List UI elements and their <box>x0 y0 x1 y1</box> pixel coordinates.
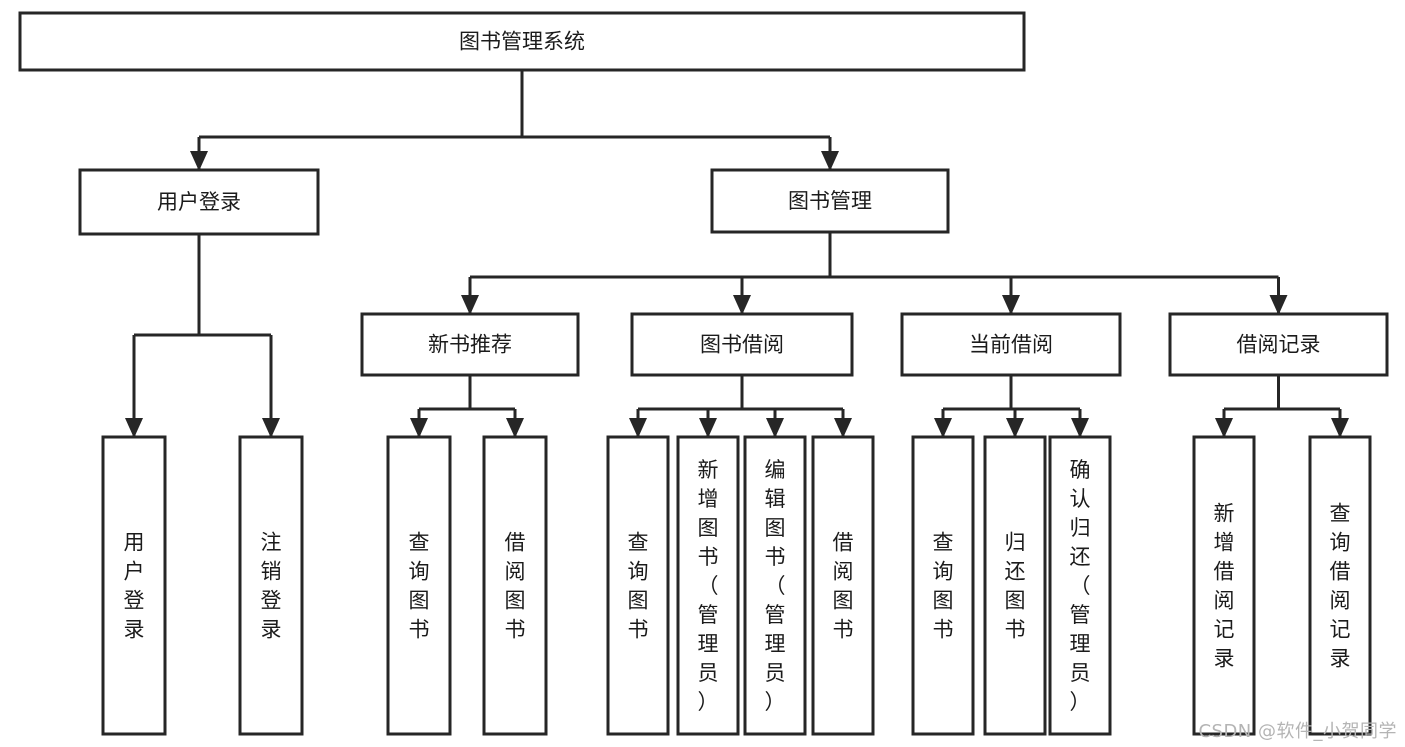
node-label: 借阅记录 <box>1237 333 1321 357</box>
tree-node[interactable]: 查询图书 <box>911 435 975 736</box>
arrow-head-icon <box>1215 418 1233 438</box>
tree-node[interactable]: 借阅记录 <box>1168 312 1389 377</box>
arrow-head-icon <box>1006 418 1024 438</box>
node-label: 注销登录 <box>261 531 282 642</box>
tree-node[interactable]: 查询图书 <box>386 435 452 736</box>
node-label: 确认归还（管理员） <box>1070 458 1091 714</box>
node-box[interactable] <box>1168 312 1389 377</box>
tree-node[interactable]: 新增借阅记录 <box>1192 435 1256 736</box>
tree-node[interactable]: 图书管理系统 <box>18 11 1026 72</box>
node-label: 图书管理系统 <box>459 30 585 54</box>
node-label: 当前借阅 <box>969 333 1053 357</box>
arrow-head-icon <box>821 151 839 171</box>
arrow-head-icon <box>1002 295 1020 315</box>
node-box[interactable] <box>743 435 807 736</box>
tree-node[interactable]: 图书管理 <box>710 168 950 234</box>
tree-node[interactable]: 新增图书（管理员） <box>676 435 740 736</box>
node-box[interactable] <box>676 435 740 736</box>
node-label: 查询图书 <box>409 531 430 642</box>
arrow-head-icon <box>834 418 852 438</box>
tree-node[interactable]: 用户登录 <box>78 168 320 236</box>
tree-node[interactable]: 新书推荐 <box>360 312 580 377</box>
node-box[interactable] <box>360 312 580 377</box>
tree-node[interactable]: 借阅图书 <box>482 435 548 736</box>
arrow-head-icon <box>461 295 479 315</box>
node-layer: 图书管理系统用户登录用户登录注销登录图书管理新书推荐查询图书借阅图书图书借阅查询… <box>18 11 1389 736</box>
arrow-head-icon <box>733 295 751 315</box>
node-box[interactable] <box>911 435 975 736</box>
node-box[interactable] <box>1048 435 1112 736</box>
arrow-head-icon <box>934 418 952 438</box>
node-label: 借阅图书 <box>505 531 526 642</box>
arrow-head-icon <box>1269 295 1288 315</box>
tree-node[interactable]: 归还图书 <box>983 435 1047 736</box>
node-label: 图书借阅 <box>700 333 784 357</box>
node-box[interactable] <box>1192 435 1256 736</box>
arrow-head-icon <box>699 418 717 438</box>
csdn-watermark: CSDN @软件_小贺同学 <box>1198 721 1397 742</box>
node-box[interactable] <box>482 435 548 736</box>
node-box[interactable] <box>710 168 950 234</box>
node-label: 新书推荐 <box>428 333 512 357</box>
tree-node[interactable]: 查询借阅记录 <box>1308 435 1372 736</box>
arrow-head-icon <box>1331 418 1349 438</box>
node-box[interactable] <box>238 435 304 736</box>
node-label: 查询图书 <box>628 531 649 642</box>
node-box[interactable] <box>18 11 1026 72</box>
node-box[interactable] <box>1308 435 1372 736</box>
node-label: 新增图书（管理员） <box>698 458 719 714</box>
arrow-head-icon <box>262 418 280 438</box>
tree-node[interactable]: 编辑图书（管理员） <box>743 435 807 736</box>
node-box[interactable] <box>983 435 1047 736</box>
node-box[interactable] <box>606 435 670 736</box>
tree-node[interactable]: 当前借阅 <box>900 312 1122 377</box>
node-label: 新增借阅记录 <box>1214 502 1235 671</box>
arrow-head-icon <box>190 151 208 171</box>
node-label: 用户登录 <box>157 190 241 214</box>
arrow-head-icon <box>629 418 647 438</box>
tree-node[interactable]: 借阅图书 <box>811 435 875 736</box>
node-label: 借阅图书 <box>833 531 854 642</box>
tree-node[interactable]: 查询图书 <box>606 435 670 736</box>
arrow-head-icon <box>766 418 784 438</box>
node-label: 用户登录 <box>124 531 145 642</box>
node-box[interactable] <box>386 435 452 736</box>
node-box[interactable] <box>101 435 167 736</box>
node-label: 查询借阅记录 <box>1330 502 1351 671</box>
tree-node[interactable]: 注销登录 <box>238 435 304 736</box>
node-box[interactable] <box>900 312 1122 377</box>
arrow-head-icon <box>125 418 143 438</box>
arrow-head-icon <box>1071 418 1089 438</box>
arrow-head-icon <box>506 418 524 438</box>
node-label: 归还图书 <box>1005 531 1026 642</box>
node-label: 编辑图书（管理员） <box>765 458 786 714</box>
arrow-head-icon <box>410 418 428 438</box>
tree-node[interactable]: 图书借阅 <box>630 312 854 377</box>
node-box[interactable] <box>78 168 320 236</box>
connector-layer <box>125 70 1349 438</box>
tree-node[interactable]: 用户登录 <box>101 435 167 736</box>
node-box[interactable] <box>811 435 875 736</box>
node-label: 查询图书 <box>933 531 954 642</box>
node-box[interactable] <box>630 312 854 377</box>
node-label: 图书管理 <box>788 189 872 213</box>
tree-node[interactable]: 确认归还（管理员） <box>1048 435 1112 736</box>
